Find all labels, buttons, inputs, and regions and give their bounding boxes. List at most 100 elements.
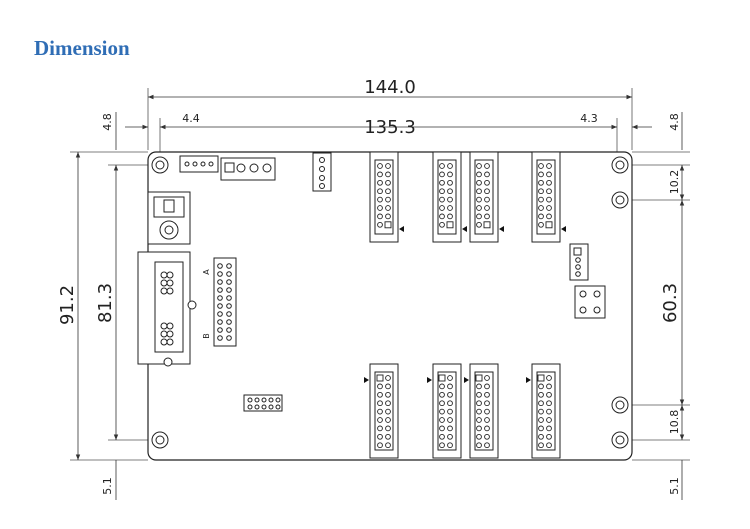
idc-pin	[377, 400, 383, 407]
idc-pin	[546, 433, 552, 440]
idc-pin	[546, 375, 552, 381]
idc-pin	[385, 163, 391, 169]
idc-pin	[439, 213, 445, 220]
idc-pin	[447, 442, 453, 449]
idc-pin	[377, 163, 383, 169]
idc-pin	[546, 391, 552, 398]
idc-pin	[538, 163, 544, 169]
left-vertical-offset-label: 4.8	[101, 113, 114, 131]
idc-pin	[447, 408, 453, 415]
idc-pin	[484, 179, 490, 186]
idc-pin	[484, 163, 490, 169]
idc-pin	[546, 188, 552, 195]
idc-pin	[439, 391, 445, 398]
idc-pin	[484, 417, 490, 423]
idc-pin	[476, 433, 482, 440]
idc-pin	[484, 408, 490, 415]
idc-pin	[385, 442, 391, 449]
idc-pin	[476, 417, 482, 423]
idc-pin	[439, 408, 445, 415]
idc-pin	[447, 171, 453, 178]
idc-pin	[439, 188, 445, 195]
idc-pin	[377, 391, 383, 398]
idc-pin	[447, 375, 453, 381]
right-mid-span-label: 60.3	[660, 283, 681, 323]
header-label-b: B	[202, 333, 211, 339]
idc-pin	[484, 383, 490, 390]
idc-pin	[484, 196, 490, 203]
idc-pin	[546, 425, 552, 432]
idc-pin	[537, 374, 545, 382]
idc-pin	[476, 205, 482, 211]
right-side-connector	[569, 243, 589, 281]
idc-pin	[385, 205, 391, 211]
idc-pin	[484, 425, 490, 432]
idc-pin	[439, 163, 445, 169]
idc-pin	[438, 374, 446, 382]
top-left-connector	[179, 155, 276, 181]
idc-pin	[546, 213, 552, 220]
idc-pin	[476, 442, 482, 449]
idc-pin	[385, 391, 391, 398]
idc-pin	[377, 442, 383, 449]
idc-pin	[545, 221, 553, 229]
idc-pin	[439, 196, 445, 203]
idc-pin	[377, 179, 383, 186]
idc-pin	[385, 383, 391, 390]
idc-pin	[546, 383, 552, 390]
idc-pin	[446, 221, 454, 229]
header-label-a: A	[202, 269, 211, 275]
idc-pin	[476, 391, 482, 398]
mounting-hole	[151, 156, 169, 174]
idc-pin	[384, 221, 392, 229]
idc-pin	[385, 433, 391, 440]
idc-pin	[447, 205, 453, 211]
idc-pin	[385, 400, 391, 407]
idc-pin	[538, 179, 544, 186]
idc-pin	[538, 425, 544, 432]
idc-pin	[546, 196, 552, 203]
page-title: Dimension	[34, 36, 130, 60]
idc-pin	[376, 374, 384, 382]
idc-pin	[484, 433, 490, 440]
idc-pin	[546, 400, 552, 407]
idc-pin	[484, 213, 490, 220]
idc-connector	[469, 363, 499, 459]
top-center-connector	[312, 152, 332, 192]
right-square-connector	[574, 285, 606, 319]
idc-pin	[377, 205, 383, 211]
idc-pin	[385, 179, 391, 186]
idc-pin	[546, 171, 552, 178]
pin1-markers	[364, 226, 566, 383]
idc-pin	[476, 179, 482, 186]
idc-connector	[531, 363, 561, 459]
idc-pin	[439, 433, 445, 440]
idc-connector	[369, 363, 399, 459]
idc-pin	[385, 425, 391, 432]
hole-span-height-label: 81.3	[95, 283, 116, 323]
idc-pin	[538, 171, 544, 178]
idc-connector	[432, 151, 462, 243]
idc-pin	[538, 188, 544, 195]
idc-pin	[476, 400, 482, 407]
power-jack	[147, 191, 191, 245]
idc-connector	[469, 151, 499, 243]
idc-pin	[546, 179, 552, 186]
idc-pin	[538, 391, 544, 398]
idc-pin	[447, 196, 453, 203]
idc-pin	[538, 221, 544, 228]
right-bottom-offset-label: 5.1	[668, 477, 681, 495]
idc-pin	[439, 417, 445, 423]
idc-pin	[476, 163, 482, 169]
idc-pin	[447, 163, 453, 169]
hole-span-width-label: 135.3	[364, 117, 416, 138]
idc-pin	[447, 383, 453, 390]
idc-pin	[484, 188, 490, 195]
idc-pin	[385, 375, 391, 381]
idc-pin	[377, 417, 383, 423]
mounting-hole	[611, 396, 629, 414]
idc-pin	[476, 425, 482, 432]
idc-pin	[377, 383, 383, 390]
idc-pin	[447, 213, 453, 220]
